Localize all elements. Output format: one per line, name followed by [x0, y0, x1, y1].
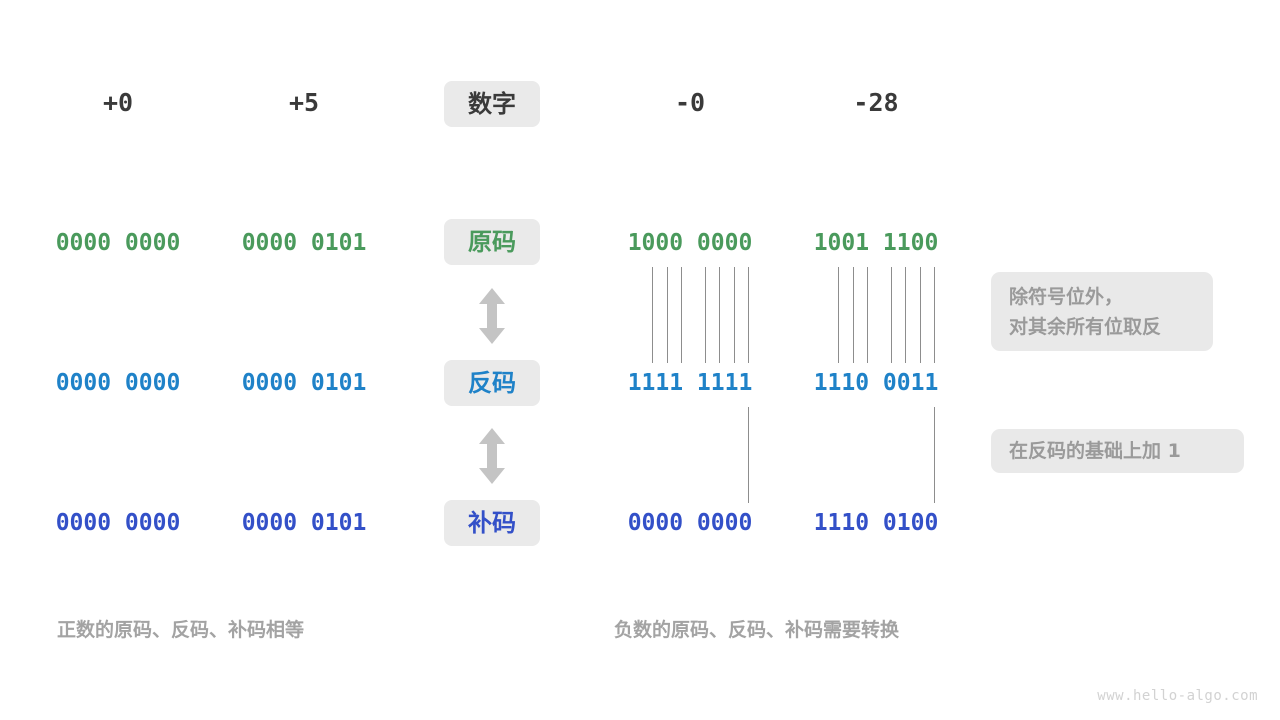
connector-line — [748, 267, 749, 363]
header-number-minus-twentyeight: -28 — [853, 88, 899, 117]
header-number-plus-five: +5 — [288, 88, 320, 117]
note-invert-bits: 除符号位外， 对其余所有位取反 — [991, 272, 1213, 351]
note-invert-line1: 除符号位外， — [1009, 285, 1124, 308]
connector-line — [920, 267, 921, 363]
connector-line — [748, 407, 749, 503]
header-number-minus-zero: -0 — [674, 88, 706, 117]
note-invert-line2: 对其余所有位取反 — [1009, 315, 1162, 338]
caption-positive: 正数的原码、反码、补码相等 — [57, 619, 305, 641]
connector-line — [667, 267, 668, 363]
double-arrow-true-to-ones — [476, 288, 508, 348]
connector-line — [652, 267, 653, 363]
connector-line — [838, 267, 839, 363]
bits-ones-complement-plus-zero: 0000 0000 — [55, 370, 181, 396]
bits-ones-complement-minus-zero: 1111 1111 — [627, 370, 753, 396]
bits-true-form-minus-zero: 1000 0000 — [627, 230, 753, 256]
bits-ones-complement-minus-twentyeight: 1110 0011 — [813, 370, 939, 396]
caption-negative: 负数的原码、反码、补码需要转换 — [614, 619, 900, 641]
connector-line — [681, 267, 682, 363]
watermark: www.hello-algo.com — [1097, 688, 1258, 704]
bits-true-form-plus-zero: 0000 0000 — [55, 230, 181, 256]
chip-true-form: 原码 — [444, 219, 540, 265]
bits-twos-complement-minus-zero: 0000 0000 — [627, 510, 753, 536]
connector-line — [853, 267, 854, 363]
chip-twos-complement: 补码 — [444, 500, 540, 546]
connector-line — [934, 267, 935, 363]
bits-true-form-minus-twentyeight: 1001 1100 — [813, 230, 939, 256]
bits-twos-complement-plus-zero: 0000 0000 — [55, 510, 181, 536]
connector-line — [934, 407, 935, 503]
bits-ones-complement-plus-five: 0000 0101 — [241, 370, 367, 396]
chip-header-number: 数字 — [444, 81, 540, 127]
connector-line — [734, 267, 735, 363]
connector-line — [905, 267, 906, 363]
connector-line — [867, 267, 868, 363]
double-arrow-ones-to-twos — [476, 428, 508, 488]
bits-twos-complement-minus-twentyeight: 1110 0100 — [813, 510, 939, 536]
header-number-plus-zero: +0 — [102, 88, 134, 117]
note-add-one-line1: 在反码的基础上加 1 — [1009, 440, 1181, 462]
connector-line — [891, 267, 892, 363]
connector-line — [719, 267, 720, 363]
bits-twos-complement-plus-five: 0000 0101 — [241, 510, 367, 536]
bits-true-form-plus-five: 0000 0101 — [241, 230, 367, 256]
chip-ones-complement: 反码 — [444, 360, 540, 406]
connector-line — [705, 267, 706, 363]
note-add-one: 在反码的基础上加 1 — [991, 429, 1244, 473]
